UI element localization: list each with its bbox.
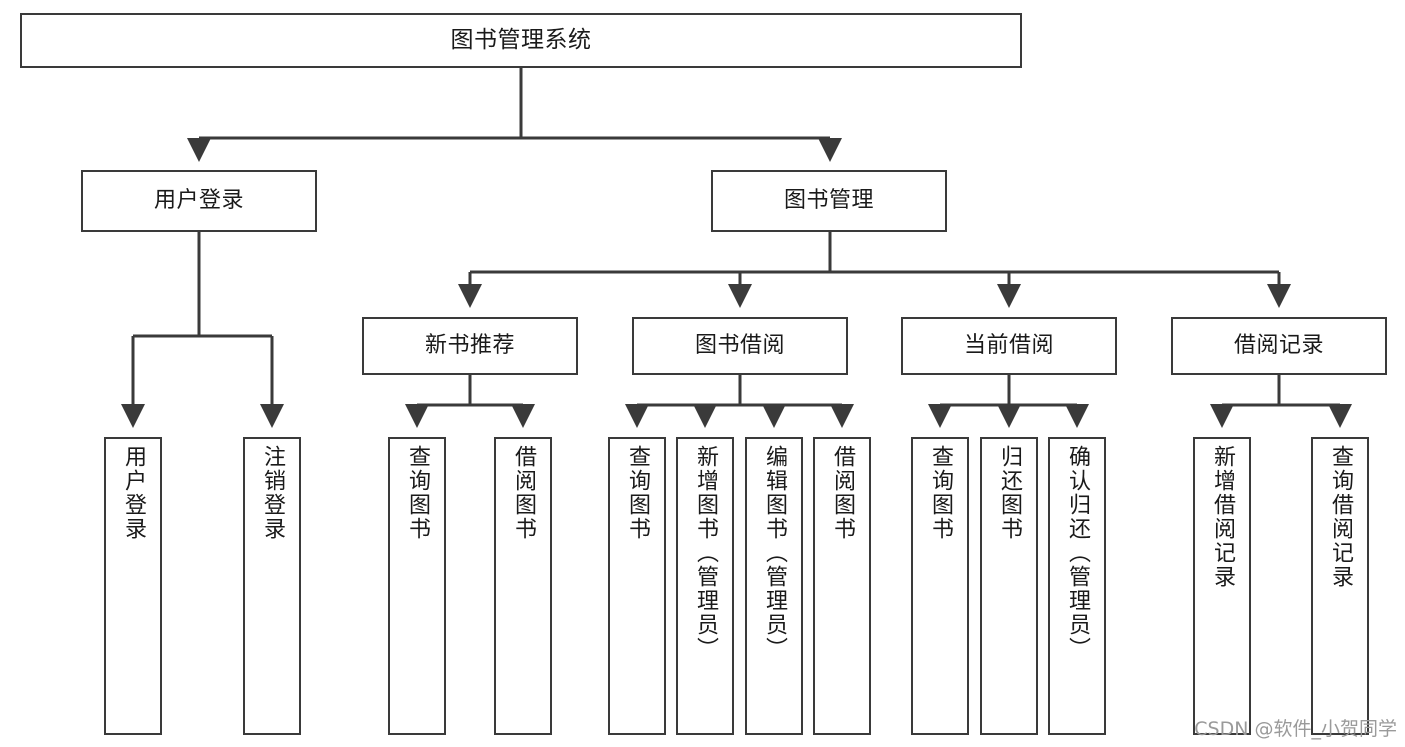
node-label: 用户登录 bbox=[121, 445, 146, 541]
leaf-edit-book-admin[interactable]: 编辑图书（管理员） bbox=[745, 437, 803, 735]
node-root-system[interactable]: 图书管理系统 bbox=[20, 13, 1022, 68]
node-label: 查询借阅记录 bbox=[1328, 445, 1353, 589]
leaf-confirm-return-admin[interactable]: 确认归还（管理员） bbox=[1048, 437, 1106, 735]
node-new-book-recommend[interactable]: 新书推荐 bbox=[362, 317, 578, 375]
node-label: 新书推荐 bbox=[424, 333, 515, 359]
node-label: 查询图书 bbox=[625, 445, 650, 541]
node-borrow-records[interactable]: 借阅记录 bbox=[1171, 317, 1387, 375]
node-book-borrow[interactable]: 图书借阅 bbox=[632, 317, 848, 375]
node-label: 借阅图书 bbox=[830, 445, 855, 541]
node-label: 图书管理 bbox=[783, 188, 874, 214]
leaf-add-book-admin[interactable]: 新增图书（管理员） bbox=[676, 437, 734, 735]
node-label: 查询图书 bbox=[405, 445, 430, 541]
node-user-login[interactable]: 用户登录 bbox=[81, 170, 317, 232]
leaf-query-book-current[interactable]: 查询图书 bbox=[911, 437, 969, 735]
leaf-return-book[interactable]: 归还图书 bbox=[980, 437, 1038, 735]
leaf-query-borrow-record[interactable]: 查询借阅记录 bbox=[1311, 437, 1369, 735]
node-book-management[interactable]: 图书管理 bbox=[711, 170, 947, 232]
node-label: 编辑图书（管理员） bbox=[762, 445, 787, 661]
node-label: 新增图书（管理员） bbox=[693, 445, 718, 661]
node-label: 用户登录 bbox=[153, 188, 244, 214]
leaf-query-book-borrow[interactable]: 查询图书 bbox=[608, 437, 666, 735]
leaf-add-borrow-record[interactable]: 新增借阅记录 bbox=[1193, 437, 1251, 735]
leaf-query-book-new[interactable]: 查询图书 bbox=[388, 437, 446, 735]
node-label: 当前借阅 bbox=[963, 333, 1054, 359]
node-label: 注销登录 bbox=[260, 445, 285, 541]
leaf-logout[interactable]: 注销登录 bbox=[243, 437, 301, 735]
leaf-user-login[interactable]: 用户登录 bbox=[104, 437, 162, 735]
node-label: 归还图书 bbox=[997, 445, 1022, 541]
node-current-borrow[interactable]: 当前借阅 bbox=[901, 317, 1117, 375]
node-label: 查询图书 bbox=[928, 445, 953, 541]
node-label: 借阅记录 bbox=[1233, 333, 1324, 359]
node-label: 借阅图书 bbox=[511, 445, 536, 541]
node-label: 确认归还（管理员） bbox=[1065, 445, 1090, 661]
leaf-borrow-book-new[interactable]: 借阅图书 bbox=[494, 437, 552, 735]
watermark-text: CSDN @软件_小贺同学 bbox=[1194, 718, 1397, 740]
node-label: 图书借阅 bbox=[694, 333, 785, 359]
node-label: 新增借阅记录 bbox=[1210, 445, 1235, 589]
leaf-borrow-book[interactable]: 借阅图书 bbox=[813, 437, 871, 735]
node-label: 图书管理系统 bbox=[450, 27, 592, 54]
